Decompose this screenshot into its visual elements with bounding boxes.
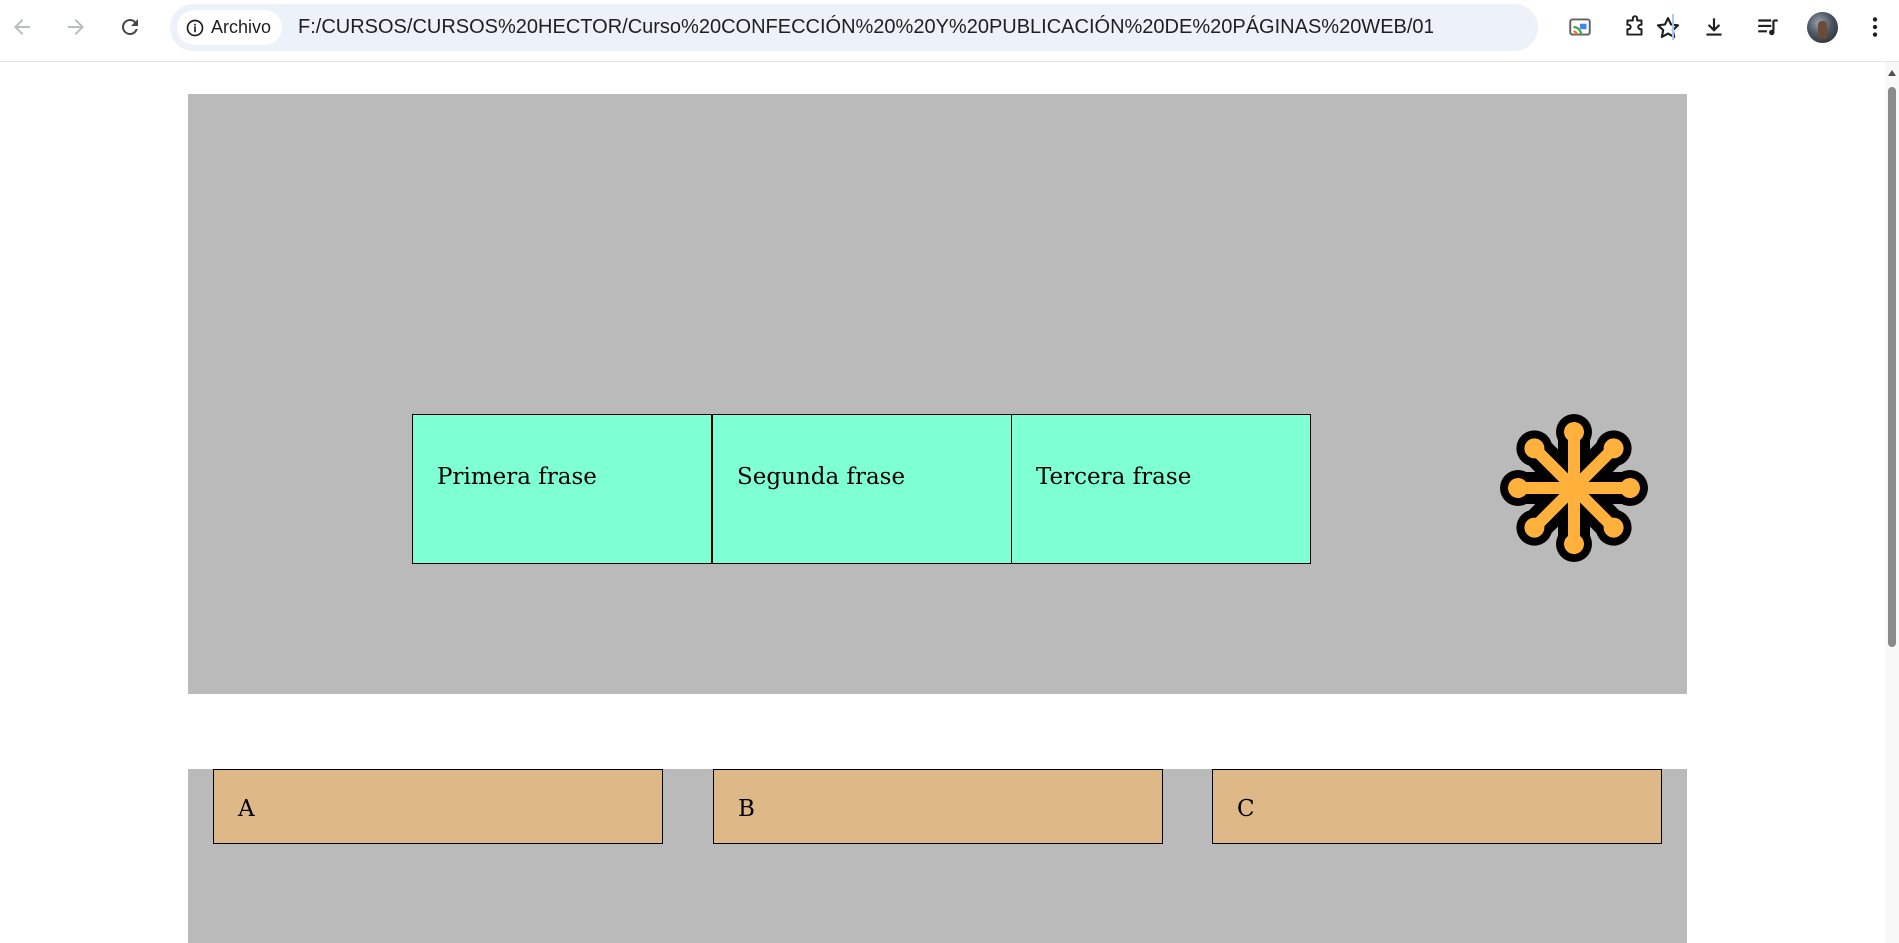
- answer-label: B: [738, 796, 755, 822]
- extensions-icon: [1626, 15, 1643, 36]
- back-button[interactable]: [5, 10, 39, 44]
- toolbar-separator: [1672, 14, 1674, 40]
- media-queue-button[interactable]: [1754, 13, 1782, 41]
- phrase-box-primera[interactable]: Primera frase: [412, 414, 712, 564]
- reload-icon: [122, 18, 138, 35]
- phrase-box-segunda[interactable]: Segunda frase: [712, 414, 1012, 564]
- answer-box-c[interactable]: C: [1212, 769, 1662, 844]
- address-bar[interactable]: Archivo F:/CURSOS/CURSOS%20HECTOR/Curso%…: [170, 4, 1680, 51]
- answer-label: C: [1237, 796, 1255, 822]
- extensions-button[interactable]: [1621, 13, 1649, 41]
- answer-strip: A B C: [188, 769, 1687, 943]
- phrase-label: Primera frase: [437, 464, 597, 490]
- phrase-label: Segunda frase: [737, 464, 906, 490]
- more-vert-icon: [1872, 17, 1878, 37]
- site-chip-label: Archivo: [211, 17, 272, 37]
- url-text[interactable]: F:/CURSOS/CURSOS%20HECTOR/Curso%20CONFEC…: [298, 16, 1433, 38]
- phrase-label: Tercera frase: [1036, 464, 1192, 490]
- forward-arrow-icon: [68, 19, 84, 35]
- reload-button[interactable]: [113, 10, 147, 44]
- answer-box-b[interactable]: B: [713, 769, 1163, 844]
- star-icon[interactable]: [1654, 14, 1682, 42]
- answer-box-a[interactable]: A: [213, 769, 663, 844]
- asterisk-burst-icon[interactable]: [1499, 413, 1649, 563]
- phrase-box-tercera[interactable]: Tercera frase: [1011, 414, 1311, 564]
- profile-avatar[interactable]: [1807, 12, 1838, 43]
- back-arrow-icon: [14, 19, 30, 35]
- scroll-thumb[interactable]: [1888, 87, 1896, 647]
- forward-button[interactable]: [59, 10, 93, 44]
- menu-button[interactable]: [1861, 13, 1889, 41]
- cast-button[interactable]: [1566, 13, 1594, 41]
- info-icon: [186, 19, 204, 36]
- media-queue-icon: [1758, 19, 1778, 36]
- download-button[interactable]: [1700, 13, 1728, 41]
- page-scrollbar[interactable]: [1885, 62, 1899, 943]
- answer-label: A: [238, 796, 255, 822]
- scroll-up-arrow-icon[interactable]: [1888, 70, 1896, 76]
- cast-icon: [1569, 18, 1591, 36]
- download-icon: [1706, 18, 1722, 36]
- browser-toolbar: Archivo F:/CURSOS/CURSOS%20HECTOR/Curso%…: [0, 0, 1899, 62]
- site-info-chip[interactable]: Archivo: [177, 10, 283, 45]
- phrase-stage: Primera frase Segunda frase Tercera fras…: [188, 94, 1687, 694]
